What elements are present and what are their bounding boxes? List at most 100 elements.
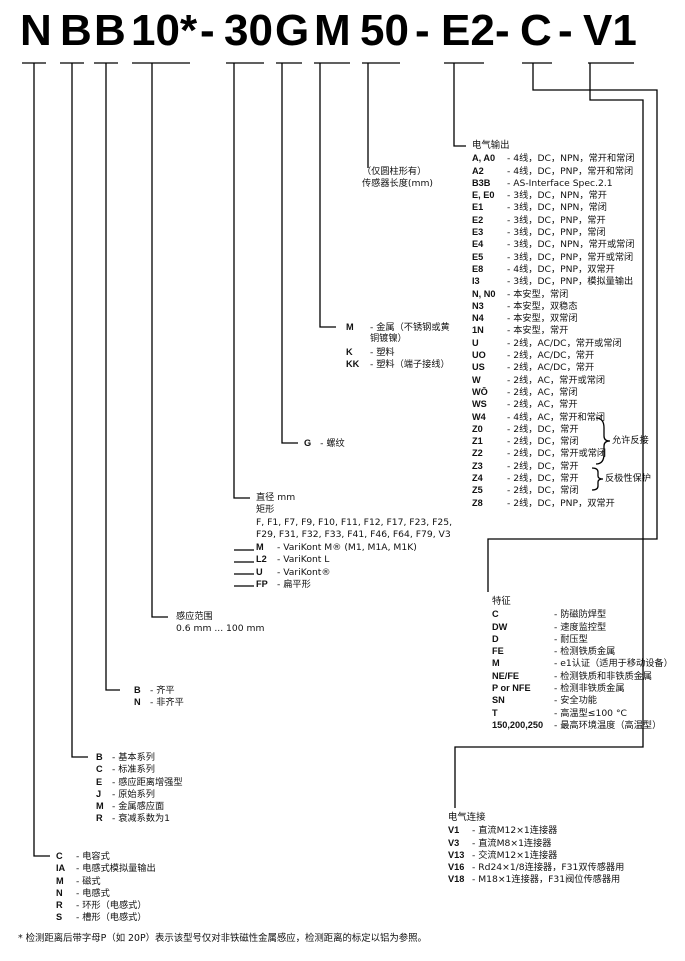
code-separator: -	[415, 6, 430, 55]
item-desc: - 检测铁质金属	[554, 646, 616, 658]
item-desc: - 2线，AC/DC，常开	[507, 362, 595, 374]
item-desc: - VariKont L	[277, 554, 330, 566]
range-label: 感应范围	[176, 611, 213, 622]
list-item: R- 衰减系数为1	[96, 812, 183, 824]
item-code: T	[492, 707, 498, 718]
code-segment-thread: G	[275, 6, 310, 55]
item-code: B3B	[472, 177, 491, 188]
item-desc: - 2线，AC/DC，常开	[507, 350, 595, 362]
list-item: UO- 2线，AC/DC，常开	[472, 349, 635, 361]
item-desc: - VariKont M® (M1, M1A, M1K)	[277, 542, 417, 554]
list-item: G - 螺纹	[304, 437, 345, 449]
list-item: B- 基本系列	[96, 751, 183, 763]
item-desc: - 塑料	[370, 346, 395, 358]
item-desc: - 槽形（电感式）	[76, 912, 147, 924]
code-segment-size: 30	[224, 6, 273, 55]
item-code: E3	[472, 227, 484, 238]
code-segment-mount: B	[94, 6, 126, 55]
item-code: N	[134, 697, 141, 708]
item-desc: - 环形（电感式）	[76, 900, 147, 912]
list-item: FP- 扁平形	[256, 578, 452, 590]
item-code: U	[472, 337, 479, 348]
item-code: M	[346, 322, 354, 332]
item-desc: - 3线，DC，PNP，模拟量输出	[507, 276, 634, 288]
item-code: Z4	[472, 473, 483, 484]
size-rect-list-2: F29, F31, F32, F33, F41, F46, F64, F79, …	[256, 528, 451, 540]
item-desc: - AS-Interface Spec.2.1	[507, 177, 613, 189]
output-title: 电气输出	[472, 140, 510, 151]
connection-title: 电气连接	[448, 812, 486, 823]
list-item: M - 磁式	[56, 875, 156, 887]
item-desc: - 2线，DC，常开	[507, 423, 579, 435]
item-code: N3	[472, 300, 484, 311]
item-desc: - 速度监控型	[554, 621, 607, 633]
length-note: （仅圆柱形有）	[362, 166, 427, 177]
item-code: N	[56, 887, 63, 898]
list-item: NE/FE- 检测铁质和非铁质金属	[492, 670, 673, 682]
item-code: M	[56, 875, 64, 886]
item-desc: - 齐平	[150, 685, 175, 696]
brace-label-protect: 反极性保护	[605, 473, 651, 484]
item-desc: - 高温型≤100 °C	[554, 707, 627, 719]
item-desc: - 3线，DC，PNP，常开或常闭	[507, 251, 634, 263]
list-item: V13 - 交流M12×1连接器	[448, 849, 624, 861]
item-code: DW	[492, 621, 508, 632]
item-code: C	[492, 609, 499, 620]
code-separator: -	[558, 6, 573, 55]
item-desc: - 检测非铁质金属	[554, 683, 625, 695]
list-item: U- VariKont®	[256, 566, 452, 578]
item-code: V3	[448, 837, 460, 848]
item-code: E8	[472, 263, 484, 274]
list-item: Z2- 2线，DC，常开或常闭	[472, 447, 635, 459]
item-code: WŌ	[472, 386, 488, 397]
item-code: US	[472, 362, 485, 373]
list-item: E1- 3线，DC，NPN，常闭	[472, 201, 635, 213]
item-desc: - 交流M12×1连接器	[472, 849, 558, 861]
item-desc: - 金属（不锈钢或黄	[370, 322, 450, 333]
list-item: B- 齐平	[134, 684, 184, 696]
code-segment-material: M	[314, 6, 351, 55]
code-segment-features: C	[520, 6, 552, 55]
list-item: A2- 4线，DC，PNP，常开和常闭	[472, 165, 635, 177]
list-item: WŌ- 2线，AC，常闭	[472, 386, 635, 398]
item-desc: - 电容式	[76, 851, 110, 862]
list-item: E5 - 3线，DC，PNP，常开或常闭	[472, 251, 635, 263]
item-code: Z2	[472, 448, 483, 459]
item-code: V13	[448, 849, 465, 860]
list-item: Z4- 2线，DC，常开	[472, 472, 635, 484]
item-code: 1N	[472, 325, 484, 336]
item-desc: - 磁式	[76, 875, 101, 887]
code-segment-connection: V1	[583, 6, 637, 55]
item-desc: - 电感式	[76, 887, 110, 899]
item-desc: - 2线，DC，常闭	[507, 485, 579, 497]
item-desc: - 3线，DC，NPN，常闭	[507, 202, 607, 214]
list-item: IA- 电感式模拟量输出	[56, 862, 156, 874]
code-segment-output: E2	[441, 6, 495, 55]
item-code: E5	[472, 251, 484, 262]
item-code: E, E0	[472, 190, 495, 201]
item-code: D	[492, 633, 499, 644]
list-item: E3- 3线，DC，PNP，常闭	[472, 226, 635, 238]
item-code: Z5	[472, 485, 483, 496]
item-desc: - 2线，DC，常闭	[507, 436, 579, 448]
list-item: L2- VariKont L	[256, 553, 452, 565]
item-code: WS	[472, 399, 487, 410]
item-code: NE/FE	[492, 670, 520, 681]
list-item: W4- 4线，AC，常开和常闭	[472, 411, 635, 423]
length-block: （仅圆柱形有） 传感器长度(mm)	[362, 166, 433, 191]
list-item: U- 2线，AC/DC，常开或常闭	[472, 337, 635, 349]
list-item: C- 防磁防焊型	[492, 608, 673, 620]
footnote: * 检测距离后带字母P（如 20P）表示该型号仅对非铁磁性金属感应，检测距离的标…	[18, 933, 427, 944]
item-desc: - 本安型，常开	[507, 325, 569, 337]
item-code: W	[472, 374, 481, 385]
code-segment-length: 50	[360, 6, 409, 55]
item-desc: - e1认证（适用于移动设备）	[554, 658, 673, 670]
item-desc: - 3线，DC，PNP，常开	[507, 214, 606, 226]
item-code: R	[96, 813, 103, 824]
item-code: E	[96, 776, 103, 787]
item-code: I3	[472, 276, 480, 287]
